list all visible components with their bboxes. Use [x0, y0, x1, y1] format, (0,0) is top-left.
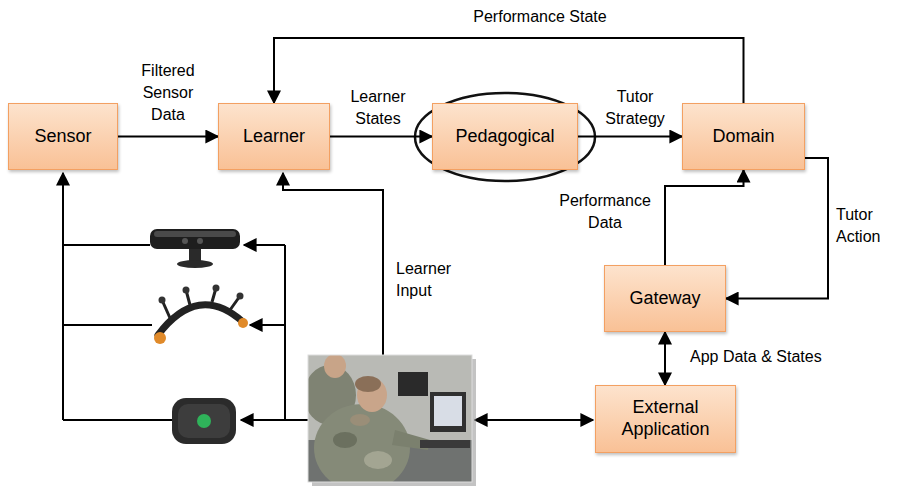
flow-arrow — [726, 158, 828, 299]
device-arrow — [241, 419, 308, 421]
flow-arrow — [664, 332, 666, 385]
edge-label: Filtered Sensor Data — [128, 60, 208, 126]
photo-screen — [434, 396, 462, 426]
headset-sensor — [183, 287, 190, 294]
module-box: Gateway — [604, 265, 726, 332]
flow-arrow — [118, 136, 218, 138]
edge-label: Performance State — [440, 6, 640, 28]
flow-arrow — [665, 170, 744, 265]
kinect-lens — [182, 238, 188, 244]
device-arrow — [250, 324, 285, 326]
module-box: Learner — [218, 103, 330, 170]
kinect-lens — [197, 238, 203, 244]
headset-pad — [238, 318, 248, 328]
photo-frame — [308, 355, 472, 482]
camo-patch — [364, 451, 392, 469]
box-text: Pedagogical — [455, 126, 554, 148]
box-text: Domain — [712, 126, 774, 148]
flow-arrow — [274, 38, 744, 103]
app-arrow — [475, 419, 593, 421]
photo-hair — [355, 376, 381, 392]
photo-keyboard — [420, 440, 470, 448]
box-text: Sensor — [34, 126, 91, 148]
kinect-highlight — [154, 231, 236, 237]
headset-sensor — [237, 293, 244, 300]
headset-sensor — [159, 297, 166, 304]
highlight-ellipse — [415, 93, 595, 181]
wristband-face — [178, 404, 230, 438]
camo-patch — [333, 432, 357, 448]
sensor-branch-line — [63, 244, 150, 246]
edge-label: Tutor Strategy — [600, 86, 670, 130]
photo-head-back — [324, 355, 346, 378]
kinect-base — [177, 260, 213, 268]
sensor-bus-line — [62, 173, 64, 420]
edge-label: Tutor Action — [836, 204, 896, 248]
edge-label: App Data & States — [690, 346, 860, 368]
camo-patch — [350, 414, 370, 426]
sensor-branch-line — [63, 324, 152, 326]
box-text: Gateway — [629, 288, 700, 310]
device-arrow — [244, 244, 285, 246]
flow-arrow — [578, 136, 682, 138]
edge-label: Performance Data — [550, 190, 660, 234]
module-box: Sensor — [8, 103, 118, 170]
headset-pad — [154, 332, 166, 344]
device-line — [284, 245, 286, 420]
headset-arms — [162, 288, 240, 318]
sensor-branch-line — [63, 419, 172, 421]
wristband-body — [172, 398, 236, 444]
module-box: Domain — [682, 103, 805, 170]
module-box: Pedagogical — [432, 103, 578, 170]
photo-laptop — [430, 392, 466, 432]
input-arrow — [283, 173, 383, 355]
kinect-stand — [189, 249, 201, 261]
flow-arrow — [330, 136, 432, 138]
module-box: External Application — [595, 385, 736, 453]
edge-label: Learner States — [345, 86, 411, 130]
kinect-body — [150, 229, 240, 249]
flow-label: Learner Input — [396, 258, 476, 302]
wristband-light — [197, 414, 211, 428]
box-text: External Application — [604, 397, 727, 440]
headset-sensor — [213, 285, 220, 292]
photo-laptop-back — [398, 372, 428, 396]
box-text: Learner — [243, 126, 305, 148]
